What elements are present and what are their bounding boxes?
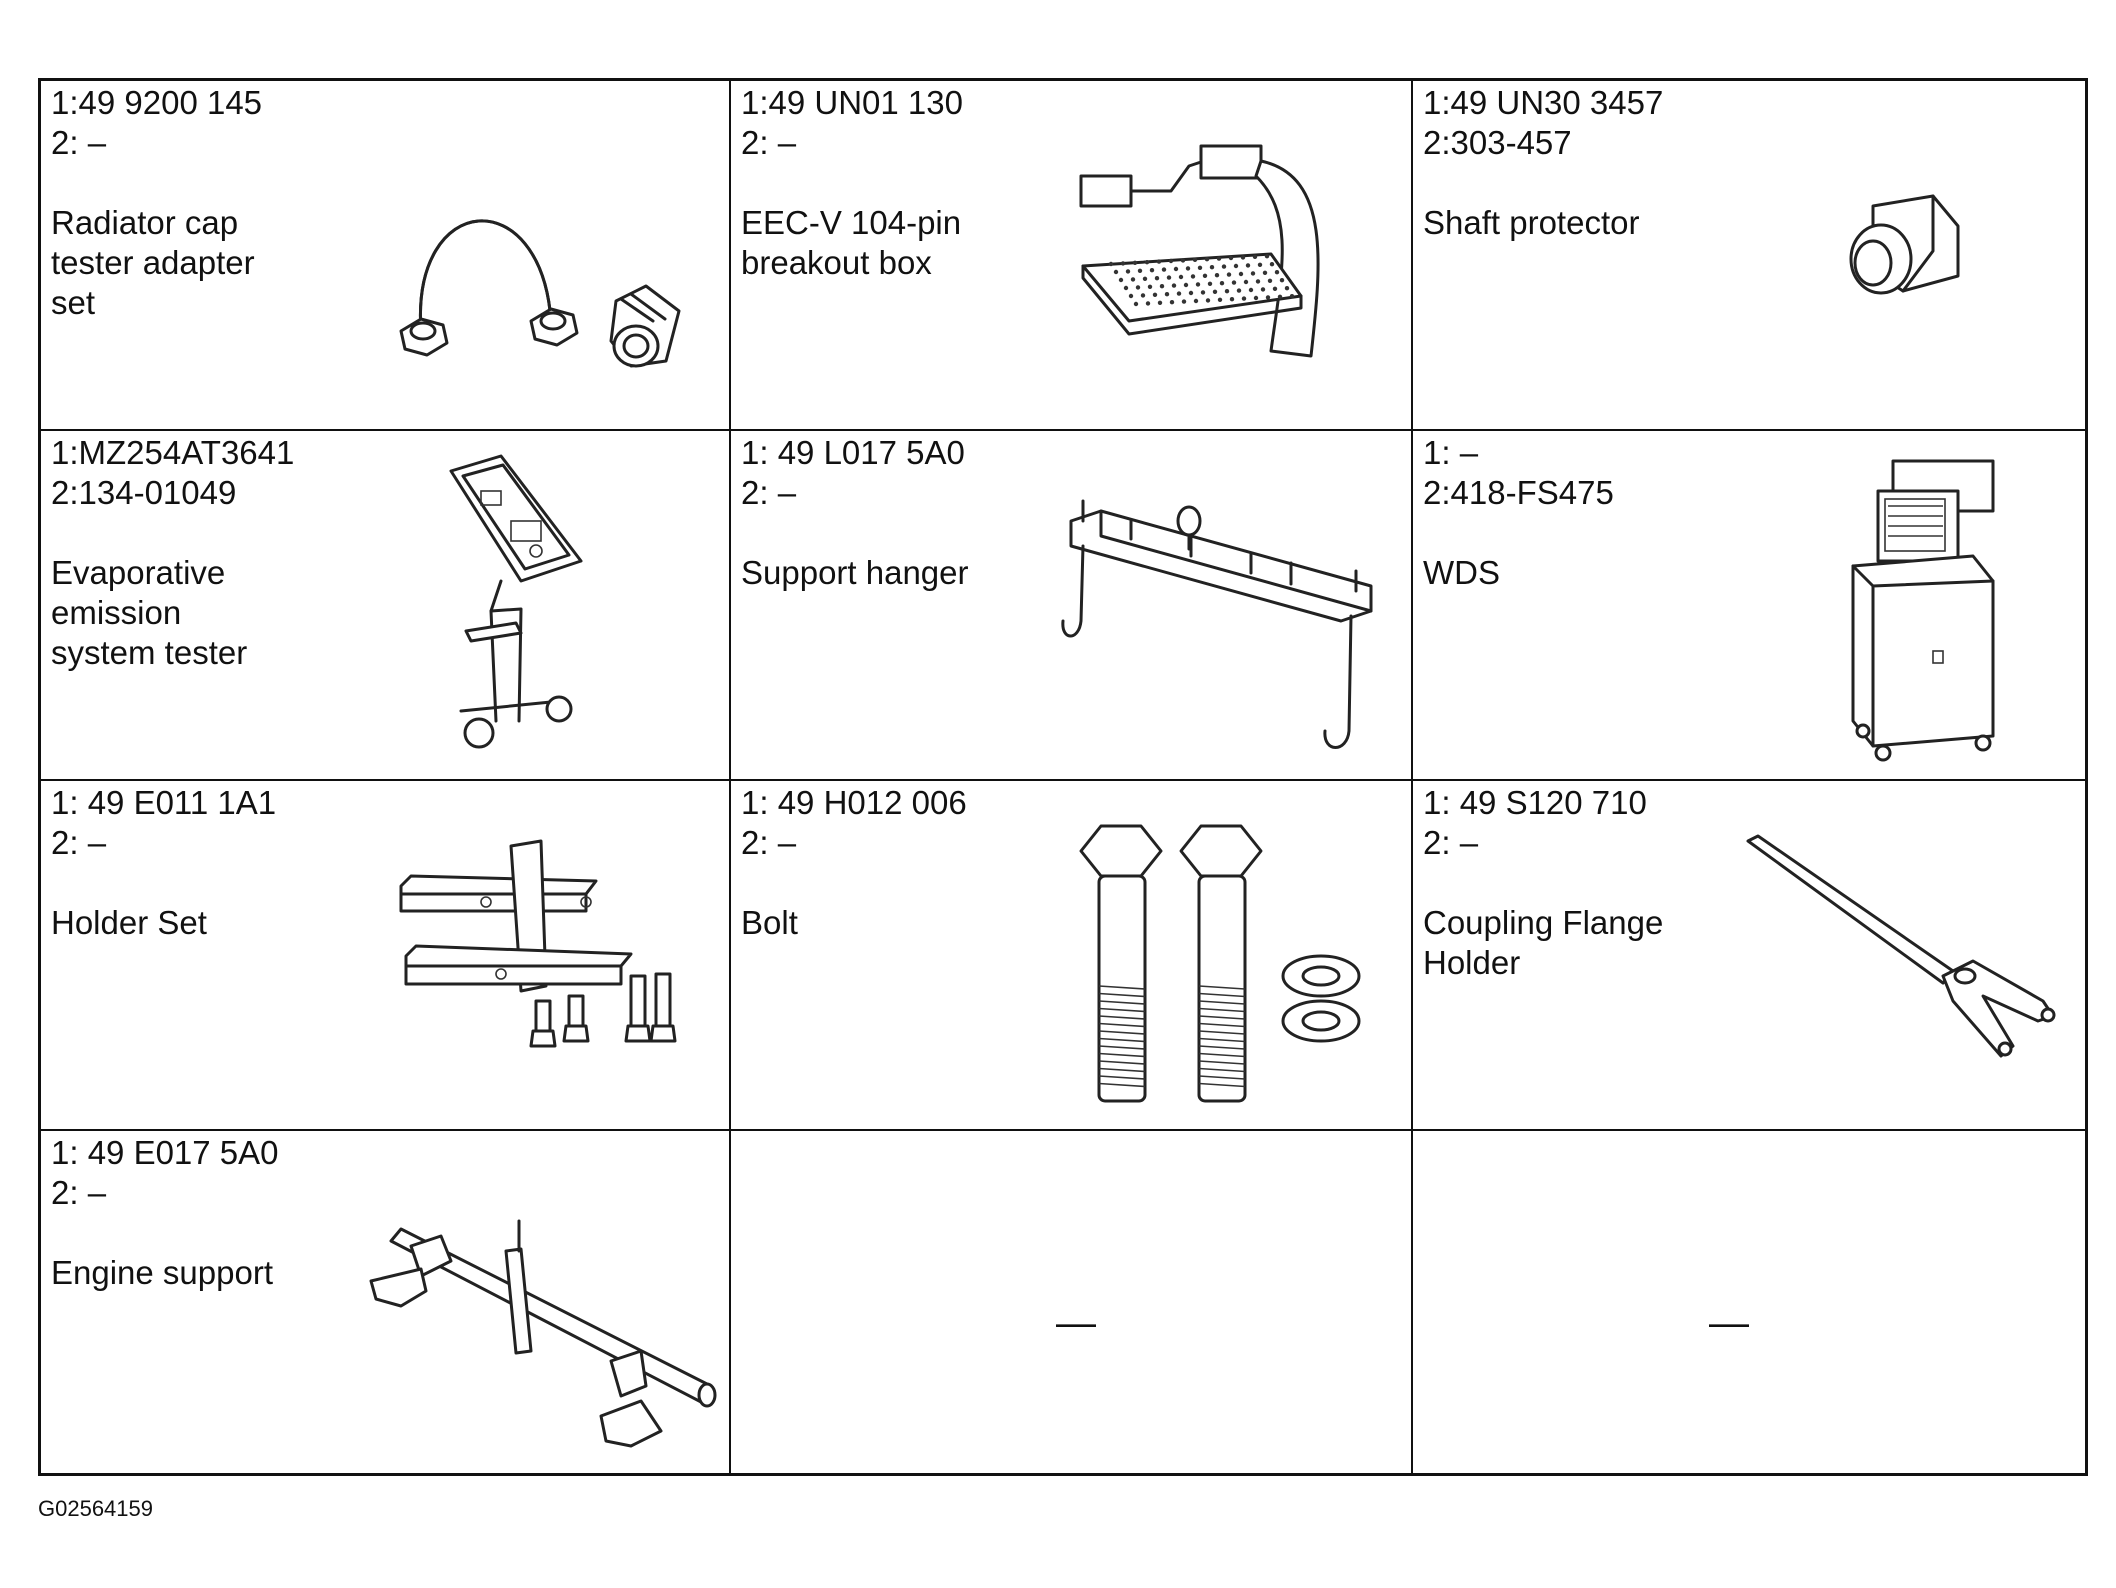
- part-number-2: 2: –: [741, 124, 797, 161]
- tool-cell-support-hanger: 1: 49 L017 5A0 2: – Support hanger: [731, 431, 1413, 779]
- part-number-2: 2: –: [51, 1174, 107, 1211]
- special-tools-table: 1:49 9200 145 2: – Radiator cap tester a…: [38, 78, 2088, 1476]
- part-number-2: 2:303-457: [1423, 124, 1572, 161]
- tool-cell-radiator-cap-adapter: 1:49 9200 145 2: – Radiator cap tester a…: [41, 81, 731, 429]
- part-number-1: 1:49 9200 145: [51, 84, 263, 121]
- table-row: 1: 49 E017 5A0 2: – Engine support: [41, 1131, 2085, 1473]
- empty-dash: —: [1709, 1301, 1749, 1345]
- empty-dash: —: [1056, 1301, 1096, 1345]
- shaft-protector-icon: [1833, 181, 1973, 311]
- empty-cell: —: [731, 1131, 1413, 1473]
- coupling-flange-holder-icon: [1743, 831, 2073, 1091]
- tool-cell-bolt: 1: 49 H012 006 2: – Bolt: [731, 781, 1413, 1129]
- tool-cell-wds: 1: – 2:418-FS475 WDS: [1413, 431, 2085, 779]
- tool-name-line: set: [51, 284, 96, 321]
- part-number-2: 2:134-01049: [51, 474, 237, 511]
- part-number-2: 2: –: [741, 824, 797, 861]
- part-number-1: 1: 49 S120 710: [1423, 784, 1647, 821]
- evap-tester-icon: [441, 451, 641, 771]
- tool-name-line: Holder Set: [51, 904, 207, 941]
- figure-code: G02564159: [38, 1496, 153, 1521]
- part-number-1: 1:49 UN01 130: [741, 84, 963, 121]
- tool-name-line: Radiator cap: [51, 204, 239, 241]
- tool-name-line: WDS: [1423, 554, 1500, 591]
- part-number-1: 1: 49 E017 5A0: [51, 1134, 279, 1171]
- tool-name-line: Shaft protector: [1423, 204, 1640, 241]
- table-row: 1:49 9200 145 2: – Radiator cap tester a…: [41, 81, 2085, 431]
- tool-name-line: Coupling Flange: [1423, 904, 1664, 941]
- tool-cell-coupling-flange-holder: 1: 49 S120 710 2: – Coupling Flange Hold…: [1413, 781, 2085, 1129]
- tool-cell-shaft-protector: 1:49 UN30 3457 2:303-457 Shaft protector: [1413, 81, 2085, 429]
- part-number-1: 1: 49 E011 1A1: [51, 784, 277, 821]
- part-number-2: 2: –: [741, 474, 797, 511]
- part-number-1: 1:49 UN30 3457: [1423, 84, 1664, 121]
- table-row: 1:MZ254AT3641 2:134-01049 Evaporative em…: [41, 431, 2085, 781]
- tool-name-line: Support hanger: [741, 554, 969, 591]
- table-row: 1: 49 E011 1A1 2: – Holder Set: [41, 781, 2085, 1131]
- tool-cell-engine-support: 1: 49 E017 5A0 2: – Engine support: [41, 1131, 731, 1473]
- holder-set-icon: [381, 836, 681, 1096]
- tool-cell-holder-set: 1: 49 E011 1A1 2: – Holder Set: [41, 781, 731, 1129]
- part-number-1: 1:MZ254AT3641: [51, 434, 295, 471]
- tool-cell-breakout-box: 1:49 UN01 130 2: – EEC-V 104-pin breakou…: [731, 81, 1413, 429]
- part-number-2: 2: –: [51, 124, 107, 161]
- tool-name-line: system tester: [51, 634, 248, 671]
- tool-name-line: Engine support: [51, 1254, 273, 1291]
- part-number-1: 1: –: [1423, 434, 1479, 471]
- tool-cell-evap-tester: 1:MZ254AT3641 2:134-01049 Evaporative em…: [41, 431, 731, 779]
- tool-name-line: breakout box: [741, 244, 932, 281]
- tool-name-line: emission: [51, 594, 182, 631]
- bolt-icon: [1071, 816, 1371, 1116]
- tool-name-line: EEC-V 104-pin: [741, 204, 962, 241]
- part-number-2: 2:418-FS475: [1423, 474, 1614, 511]
- empty-cell: —: [1413, 1131, 2085, 1473]
- wds-cart-icon: [1833, 451, 2013, 771]
- support-hanger-icon: [1061, 491, 1381, 761]
- part-number-2: 2: –: [51, 824, 107, 861]
- tool-name-line: Bolt: [741, 904, 798, 941]
- tool-name-line: tester adapter: [51, 244, 255, 281]
- breakout-box-icon: [1071, 136, 1391, 376]
- part-number-1: 1: 49 H012 006: [741, 784, 967, 821]
- part-number-1: 1: 49 L017 5A0: [741, 434, 965, 471]
- part-number-2: 2: –: [1423, 824, 1479, 861]
- radiator-cap-adapter-icon: [381, 171, 711, 381]
- tool-name-line: Holder: [1423, 944, 1521, 981]
- engine-support-icon: [351, 1181, 721, 1461]
- tool-name-line: Evaporative: [51, 554, 226, 591]
